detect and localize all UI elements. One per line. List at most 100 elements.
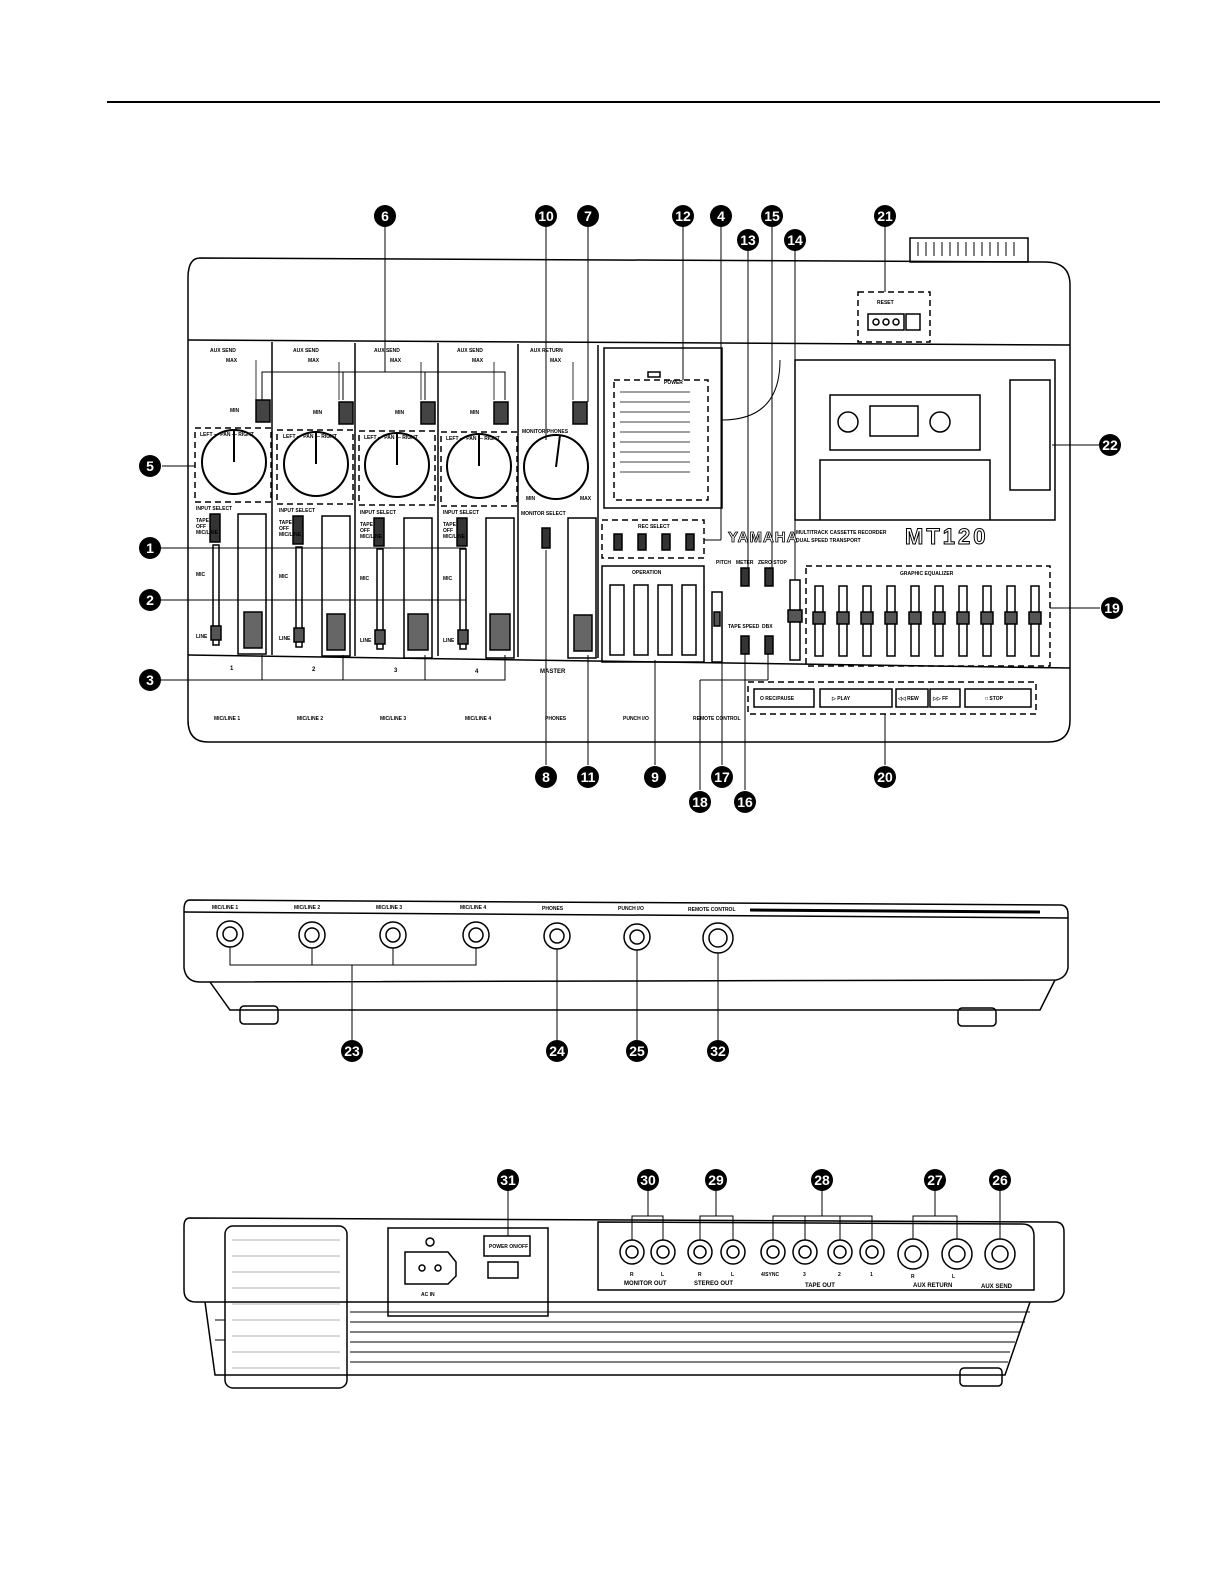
master-fader-slot	[567, 517, 597, 659]
stereo-l-label: L	[731, 1272, 734, 1278]
play-button[interactable]	[819, 688, 893, 708]
aux-min-label-2: MIN	[313, 410, 323, 416]
mic-label-4: MIC	[443, 576, 453, 582]
top-body-outline	[187, 257, 1071, 743]
off-label-4: OFF	[443, 528, 453, 534]
rear-view	[183, 1190, 1065, 1389]
mic-label-3: MIC	[360, 576, 370, 582]
tape-out-2[interactable]	[827, 1239, 853, 1265]
trim-knob-4[interactable]	[457, 629, 469, 645]
jack-phones[interactable]	[543, 922, 571, 950]
dbx-switch[interactable]	[764, 635, 774, 655]
stop-label: □ STOP	[985, 696, 1004, 702]
trim-knob-1[interactable]	[210, 625, 222, 641]
input-select-label-3: INPUT SELECT	[360, 510, 396, 516]
ac-in-socket[interactable]	[404, 1251, 457, 1285]
aux-send-label-2: AUX SEND	[293, 348, 319, 354]
rew-button[interactable]	[895, 688, 929, 708]
channel-fader-4[interactable]	[489, 613, 511, 651]
callout-28: 28	[811, 1169, 833, 1191]
front-label-2: MIC/LINE 2	[294, 905, 320, 911]
callout-20-label: 20	[877, 769, 893, 785]
callout-30: 30	[637, 1169, 659, 1191]
master-fader[interactable]	[573, 614, 593, 652]
jack-mic-line-4[interactable]	[462, 921, 490, 949]
aux-send-fader-4[interactable]	[493, 401, 509, 425]
monitor-select-switch[interactable]	[541, 527, 551, 549]
graphic-eq-box	[805, 565, 1051, 667]
callout-23: 23	[341, 1040, 363, 1062]
callout-18-label: 18	[692, 794, 708, 810]
rec-select-label: REC SELECT	[638, 524, 670, 530]
aux-return-r[interactable]	[897, 1238, 929, 1270]
stereo-out-l[interactable]	[720, 1239, 746, 1265]
callout-3-label: 3	[146, 672, 154, 688]
input-select-2[interactable]	[292, 515, 304, 545]
trim-knob-2[interactable]	[293, 627, 305, 643]
aux-return-l[interactable]	[941, 1238, 973, 1270]
off-label-1: OFF	[196, 524, 206, 530]
rec-select-2[interactable]	[637, 533, 647, 551]
aux-send-fader-1[interactable]	[255, 399, 271, 423]
jack-mic-line-3[interactable]	[379, 921, 407, 949]
jack-punch-io[interactable]	[623, 923, 651, 951]
input-select-3[interactable]	[373, 517, 385, 547]
channel-strips	[271, 342, 599, 658]
top-jack-label-5: PHONES	[545, 716, 567, 722]
rec-pause-button[interactable]	[753, 688, 815, 708]
tape-out-1[interactable]	[859, 1239, 885, 1265]
input-select-1[interactable]	[209, 513, 221, 543]
channel-fader-1[interactable]	[243, 611, 263, 649]
tape-out-4[interactable]	[760, 1239, 786, 1265]
rec-select-4[interactable]	[685, 533, 695, 551]
top-jack-label-4: MIC/LINE 4	[465, 716, 491, 722]
channel-number-4: 4	[475, 669, 479, 675]
callout-15-label: 15	[764, 208, 780, 224]
callout-4: 4	[710, 205, 732, 227]
zero-stop-switch[interactable]	[764, 567, 774, 587]
callout-2-label: 2	[146, 592, 154, 608]
power-switch[interactable]	[487, 1261, 519, 1279]
callout-24: 24	[546, 1040, 568, 1062]
callout-27-label: 27	[927, 1172, 943, 1188]
channel-fader-3[interactable]	[407, 613, 429, 651]
jack-mic-line-2[interactable]	[298, 921, 326, 949]
monitor-phones-knob[interactable]	[523, 434, 589, 500]
tape-speed-switch[interactable]	[740, 635, 750, 655]
reset-button[interactable]	[905, 313, 921, 331]
callout-17-label: 17	[714, 769, 730, 785]
aux-return-fader[interactable]	[572, 401, 588, 425]
aux-send-fader-3[interactable]	[420, 401, 436, 425]
rec-select-3[interactable]	[661, 533, 671, 551]
monitor-min-label: MIN	[526, 496, 536, 502]
aux-send-label-3: AUX SEND	[374, 348, 400, 354]
rec-select-1[interactable]	[613, 533, 623, 551]
stop-button[interactable]	[964, 688, 1032, 708]
monitor-out-r[interactable]	[619, 1239, 645, 1265]
monitor-r-label: R	[630, 1272, 634, 1278]
callout-27: 27	[924, 1169, 946, 1191]
tape-label-1: TAPE	[196, 518, 210, 524]
jack-remote-control[interactable]	[702, 922, 734, 954]
stereo-out-r[interactable]	[687, 1239, 713, 1265]
channel-fader-2[interactable]	[326, 613, 346, 651]
front-label-4: MIC/LINE 4	[460, 905, 486, 911]
rec-pause-label: O REC/PAUSE	[760, 696, 795, 702]
aux-return-max-label: MAX	[550, 358, 562, 364]
ff-button[interactable]	[929, 688, 961, 708]
aux-send-jack[interactable]	[984, 1238, 1016, 1270]
front-label-7: REMOTE CONTROL	[688, 907, 736, 913]
input-select-4[interactable]	[456, 517, 468, 547]
monitor-out-l[interactable]	[650, 1239, 676, 1265]
trim-knob-3[interactable]	[374, 629, 386, 645]
callout-30-label: 30	[640, 1172, 656, 1188]
jack-mic-line-1[interactable]	[216, 920, 244, 948]
aux-send-fader-2[interactable]	[338, 401, 354, 425]
channel-number-2: 2	[312, 667, 316, 673]
tape-out-3[interactable]	[792, 1239, 818, 1265]
meter-switch[interactable]	[740, 567, 750, 587]
pitch-control[interactable]	[711, 591, 723, 663]
pan-label-4: LEFT — PAN — RIGHT	[446, 436, 500, 442]
callout-21: 21	[874, 205, 896, 227]
callout-16-label: 16	[737, 794, 753, 810]
